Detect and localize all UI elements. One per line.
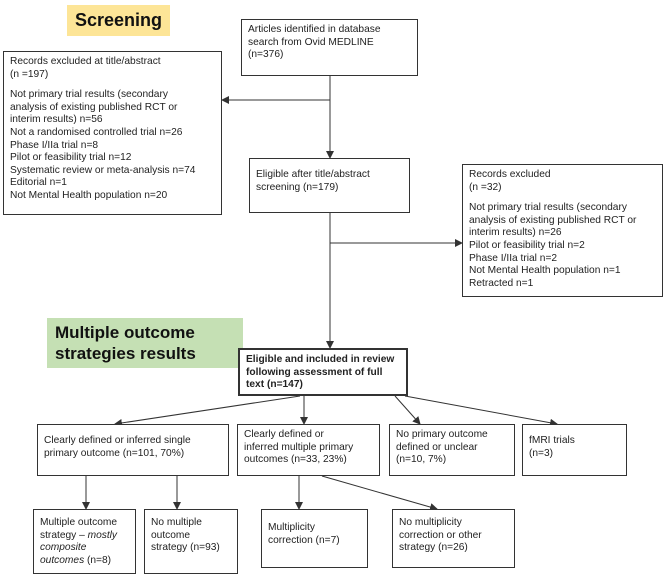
identified-line: Articles identified in database	[248, 24, 381, 35]
multiple-primary-line: outcomes (n=33, 23%)	[244, 454, 347, 466]
multiple-primary-line: Clearly defined or	[244, 429, 324, 440]
multiple-strategy-italic: composite	[40, 542, 87, 554]
no-multiple-strategy-box: No multiple outcome strategy (n=93)	[144, 509, 238, 574]
multiple-strategy-line: outcomes (n=8)	[40, 555, 129, 568]
arrow-to-no-multiplicity	[321, 475, 438, 511]
no-multiple-strategy-line: outcome	[151, 529, 191, 541]
excluded-records-item: Phase I/IIa trial n=2	[469, 252, 558, 264]
multiple-strategy-line: Multiple outcome	[40, 517, 118, 528]
multiplicity-correction-line: Multiplicity	[268, 522, 315, 533]
no-multiplicity-line: No multiplicity	[399, 517, 462, 528]
excluded-records-item: Not primary trial results (secondary	[469, 202, 627, 214]
excluded-title-item: Systematic review or meta-analysis n=74	[10, 164, 196, 176]
multiple-strategy-italic: outcomes	[40, 554, 85, 566]
identified-line: search from Ovid MEDLINE	[248, 36, 374, 48]
excluded-title-item: Pilot or feasibility trial n=12	[10, 152, 132, 164]
excluded-title-item: analysis of existing published RCT or	[10, 101, 178, 113]
excluded-title-item: Not primary trial results (secondary	[10, 89, 168, 101]
included-box: Eligible and included in review followin…	[238, 348, 408, 396]
identified-box: Articles identified in database search f…	[241, 19, 418, 76]
fmri-line: fMRI trials	[529, 435, 575, 446]
excluded-records-item: Not Mental Health population n=1	[469, 265, 621, 277]
included-line: Eligible and included in review	[246, 354, 395, 365]
multiple-outcome-label: Multiple outcome strategies results	[47, 318, 243, 368]
screening-label: Screening	[67, 5, 170, 36]
included-line: following assessment of full	[246, 366, 383, 378]
no-primary-line: No primary outcome	[396, 429, 488, 440]
multiple-primary-box: Clearly defined or inferred multiple pri…	[237, 424, 380, 476]
eligible-title-line: Eligible after title/abstract	[256, 169, 370, 180]
excluded-records-head: Records excluded	[469, 169, 551, 180]
multiple-strategy-text: (n=8)	[84, 554, 112, 566]
multiple-strategy-text: strategy –	[40, 529, 88, 541]
single-primary-box: Clearly defined or inferred single prima…	[37, 424, 229, 476]
excluded-records-box: Records excluded (n =32) Not primary tri…	[462, 164, 663, 297]
included-line: text (n=147)	[246, 379, 303, 391]
arrow-to-single-primary	[114, 395, 301, 427]
multiplicity-correction-line: correction (n=7)	[268, 534, 340, 546]
eligible-title-line: screening (n=179)	[256, 181, 339, 193]
no-multiplicity-line: strategy (n=26)	[399, 542, 468, 554]
excluded-title-item: Phase I/IIa trial n=8	[10, 139, 99, 151]
no-primary-line: defined or unclear	[396, 441, 478, 453]
fmri-box: fMRI trials (n=3)	[522, 424, 627, 476]
multiple-strategy-italic: mostly	[87, 529, 118, 541]
no-multiplicity-box: No multiplicity correction or other stra…	[392, 509, 515, 568]
no-multiple-strategy-line: No multiple	[151, 517, 202, 528]
no-multiple-strategy-line: strategy (n=93)	[151, 542, 220, 554]
multiple-strategy-box: Multiple outcome strategy – mostly compo…	[33, 509, 136, 574]
excluded-records-item: interim results) n=26	[469, 227, 562, 239]
excluded-records-head: (n =32)	[469, 181, 502, 193]
no-multiplicity-line: correction or other	[399, 529, 482, 541]
arrow-to-fmri	[404, 395, 558, 427]
excluded-title-item: Editorial n=1	[10, 177, 67, 189]
multiplicity-correction-box: Multiplicity correction (n=7)	[261, 509, 368, 568]
excluded-records-item: Pilot or feasibility trial n=2	[469, 239, 585, 251]
no-primary-line: (n=10, 7%)	[396, 454, 447, 466]
arrow-to-no-primary	[394, 395, 421, 425]
excluded-title-item: Not a randomised controlled trial n=26	[10, 126, 183, 138]
multiple-strategy-line: strategy – mostly	[40, 530, 129, 543]
eligible-title-box: Eligible after title/abstract screening …	[249, 158, 410, 213]
excluded-title-box: Records excluded at title/abstract (n =1…	[3, 51, 222, 215]
identified-line: (n=376)	[248, 49, 284, 61]
excluded-title-item: interim results) n=56	[10, 114, 103, 126]
excluded-title-item: Not Mental Health population n=20	[10, 189, 168, 201]
no-primary-box: No primary outcome defined or unclear (n…	[389, 424, 515, 476]
multiple-outcome-label-line: strategies results	[55, 344, 196, 363]
single-primary-line: primary outcome (n=101, 70%)	[44, 447, 185, 459]
excluded-title-head: Records excluded at title/abstract	[10, 56, 161, 67]
multiple-primary-line: inferred multiple primary	[244, 441, 354, 453]
excluded-records-item: Retracted n=1	[469, 277, 534, 289]
excluded-title-head: (n =197)	[10, 68, 49, 80]
multiple-outcome-label-line: Multiple outcome	[55, 323, 195, 342]
single-primary-line: Clearly defined or inferred single	[44, 435, 191, 446]
excluded-records-item: analysis of existing published RCT or	[469, 214, 637, 226]
fmri-line: (n=3)	[529, 447, 554, 459]
